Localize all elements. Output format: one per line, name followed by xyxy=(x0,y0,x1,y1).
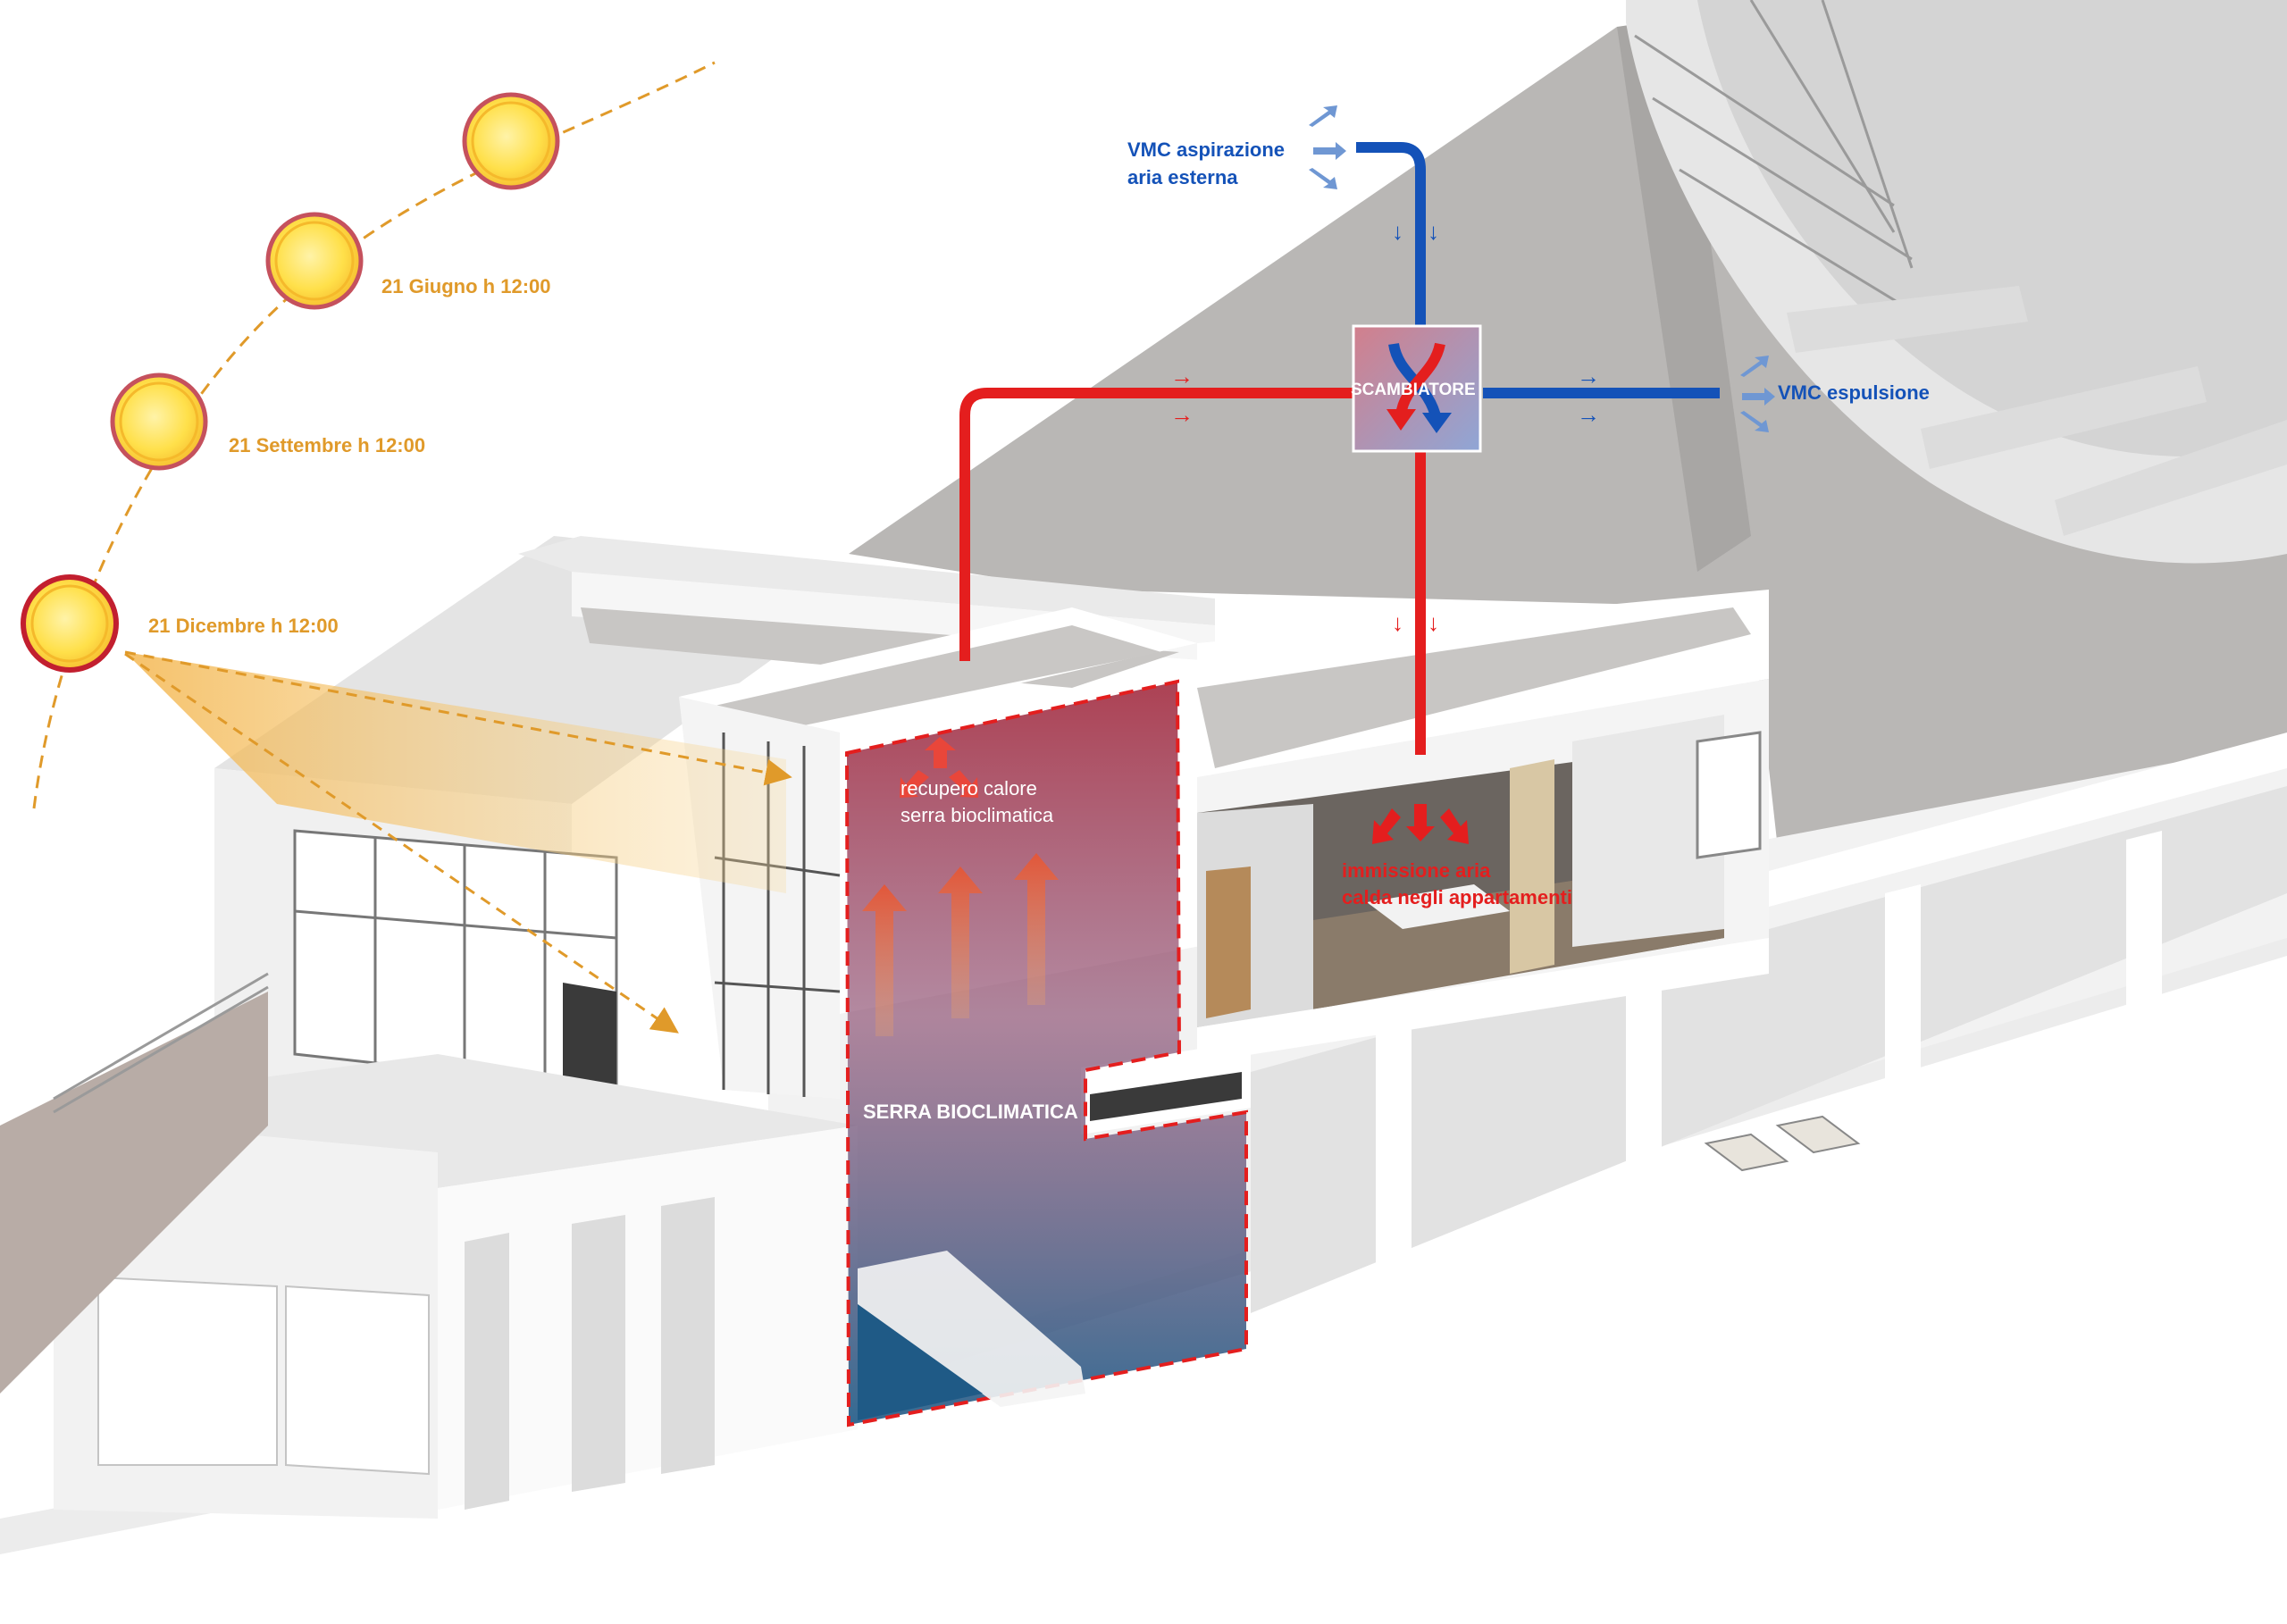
intake-duct xyxy=(1356,142,1426,326)
garage-openings xyxy=(465,1197,715,1510)
shell-inner xyxy=(1697,0,2287,457)
tower-roof-top xyxy=(715,625,1161,725)
sun-label-december: 21 Dicembre h 12:00 xyxy=(148,615,339,637)
supply-label-line1: immissione aria xyxy=(1342,859,1491,882)
lower-section-rooms xyxy=(1251,786,2287,1313)
apartment-small-window xyxy=(1696,731,1762,859)
svg-text:↓: ↓ xyxy=(1428,218,1439,245)
apartment-door xyxy=(1206,866,1251,1018)
lower-room-dividers xyxy=(1376,831,2162,1304)
shell-beam-1 xyxy=(1787,286,2028,353)
shell-beam-3 xyxy=(2055,420,2287,536)
intake-label-line2: aria esterna xyxy=(1127,166,1238,188)
winter-sun-beam xyxy=(125,652,786,893)
serra-stair xyxy=(858,1251,1085,1407)
intake-air-icon xyxy=(1309,105,1346,189)
garage-door-1 xyxy=(97,1276,278,1466)
duct-flow-arrows: ↓ ↓ → → → → ↓ ↓ xyxy=(1170,218,1600,636)
apartment-roof-flat xyxy=(1197,607,1751,768)
sun-march xyxy=(110,373,208,471)
sun-september xyxy=(265,212,364,310)
upper-roof-block xyxy=(518,536,1215,625)
sun-label-september: 21 Settembre h 12:00 xyxy=(229,434,426,456)
serra-pool xyxy=(858,1304,983,1420)
svg-text:↓: ↓ xyxy=(1392,218,1403,245)
tables xyxy=(1704,1115,1861,1172)
sun-december xyxy=(21,574,119,673)
left-window-interior xyxy=(563,983,616,1090)
svg-text:→: → xyxy=(1170,363,1194,389)
exchanger-red-arrow xyxy=(1395,342,1445,417)
supply-fan-arrows xyxy=(1372,804,1469,844)
apartment-side-room xyxy=(1572,715,1724,947)
exhaust-air-icon xyxy=(1740,356,1775,432)
apartment-desk xyxy=(1367,884,1510,929)
supply-label-line2: calda negli appartamenti xyxy=(1342,886,1572,908)
exhaust-label: VMC espulsione xyxy=(1778,381,1930,404)
svg-text:→: → xyxy=(1577,363,1600,389)
garage-side-openings xyxy=(438,1126,858,1510)
svg-text:↓: ↓ xyxy=(1392,609,1403,636)
sun-ray-lower xyxy=(124,652,679,1034)
warm-air-arrows xyxy=(862,853,1059,1036)
sun-june xyxy=(462,92,560,190)
exchanger-label: SCAMBIATORE xyxy=(1351,381,1476,399)
svg-text:→: → xyxy=(1170,401,1194,428)
recovery-label-line1: recupero calore xyxy=(901,777,1037,799)
mid-slab-void xyxy=(1090,1072,1242,1121)
recovery-label-line2: serra bioclimatica xyxy=(901,804,1054,826)
serra-volume xyxy=(844,679,1248,1427)
glazing-frames xyxy=(1634,0,1931,323)
sun-label-june: 21 Giugno h 12:00 xyxy=(381,275,551,297)
railing xyxy=(53,972,269,1114)
svg-text:↓: ↓ xyxy=(1428,609,1439,636)
garage-door-2 xyxy=(285,1285,430,1476)
greenhouse-title: SERRA BIOCLIMATICA xyxy=(863,1101,1078,1123)
roof-slope-shadow xyxy=(1617,18,1751,572)
left-window-mullions xyxy=(294,838,617,1079)
apartment-floor-slab xyxy=(1197,938,1769,1063)
svg-text:→: → xyxy=(1577,401,1600,428)
recovery-fan-arrows xyxy=(900,737,978,798)
apartment-shelf xyxy=(1510,759,1554,974)
sun-path xyxy=(32,61,716,809)
recovery-duct xyxy=(959,388,1353,661)
intake-label-line1: VMC aspirazione xyxy=(1127,138,1286,161)
shell-beam-2 xyxy=(1921,366,2207,469)
